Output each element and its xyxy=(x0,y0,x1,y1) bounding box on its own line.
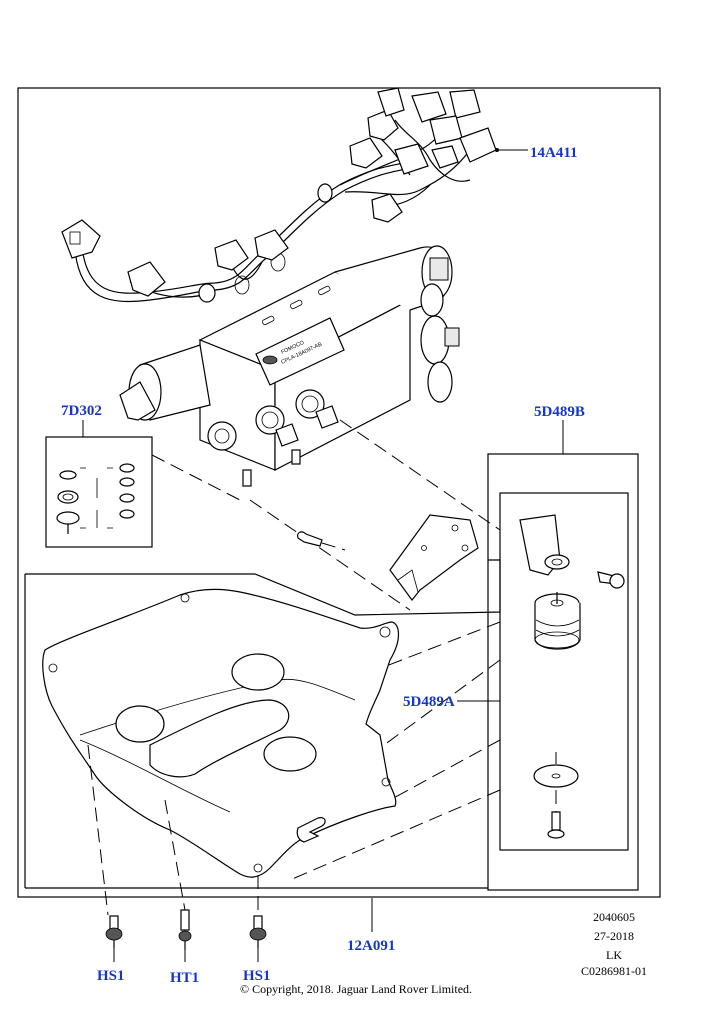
callout-hs1-left[interactable]: HS1 xyxy=(97,968,125,984)
bracket-bolt xyxy=(297,531,346,551)
callout-5D489B[interactable]: 5D489B xyxy=(534,404,585,420)
base-bracket xyxy=(24,559,501,932)
callout-ht1[interactable]: HT1 xyxy=(170,970,199,986)
copyright-notice: © Copyright, 2018. Jaguar Land Rover Lim… xyxy=(240,982,472,996)
dash-block-to-bracket xyxy=(249,499,411,611)
callout-5D489A[interactable]: 5D489A xyxy=(403,694,455,710)
dash-seal-to-block xyxy=(151,454,241,501)
callout-12A091[interactable]: 12A091 xyxy=(347,938,395,954)
mount-kit-a-frame xyxy=(499,492,629,851)
bolt-hs1-left xyxy=(105,915,123,962)
callout-14A411[interactable]: 14A411 xyxy=(530,145,578,161)
wiring-harness xyxy=(61,87,497,303)
bolt-hs1-right xyxy=(249,915,267,962)
callout-7D302[interactable]: 7D302 xyxy=(61,403,102,419)
reference-illustration-id: C0286981-01 xyxy=(581,964,647,978)
bolt-ht1 xyxy=(178,909,192,962)
seal-kit xyxy=(45,420,153,548)
dash-block-to-mount xyxy=(339,419,501,531)
callout-hs1-right[interactable]: HS1 xyxy=(243,968,271,984)
bracket-frame-top xyxy=(25,559,501,616)
reference-initials: LK xyxy=(606,948,622,962)
outer-frame xyxy=(17,87,661,898)
mount-kit-b-frame xyxy=(487,453,639,891)
reference-date: 27-2018 xyxy=(594,929,634,943)
angle-bracket xyxy=(389,514,479,601)
leader-dot-14A411 xyxy=(495,148,499,152)
seal-kit-frame xyxy=(45,436,153,548)
mount-kit-b xyxy=(289,420,639,891)
reference-code: 2040605 xyxy=(593,910,635,924)
valve-block: FOMOCO CPLA-18A097-AB xyxy=(119,245,460,487)
